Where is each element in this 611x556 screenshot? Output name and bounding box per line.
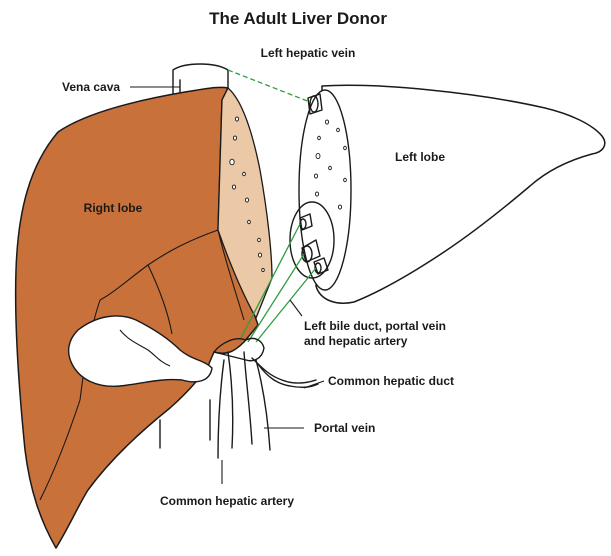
left-lobe [316,85,605,303]
label-common-hepatic-duct: Common hepatic duct [328,374,454,388]
diagram-title: The Adult Liver Donor [209,9,387,28]
label-portal-vein: Portal vein [314,421,375,435]
label-left-hepatic-vein: Left hepatic vein [261,46,356,60]
label-common-hepatic-artery: Common hepatic artery [160,494,294,508]
label-left-bile-duct-line2: and hepatic artery [304,334,408,348]
label-left-bile-duct-line1: Left bile duct, portal vein [304,319,446,333]
left-hepatic-vein-connector [228,70,310,102]
label-left-lobe: Left lobe [395,150,445,164]
label-right-lobe: Right lobe [84,201,143,215]
hilar-structures [214,338,318,458]
label-vena-cava: Vena cava [62,80,120,94]
